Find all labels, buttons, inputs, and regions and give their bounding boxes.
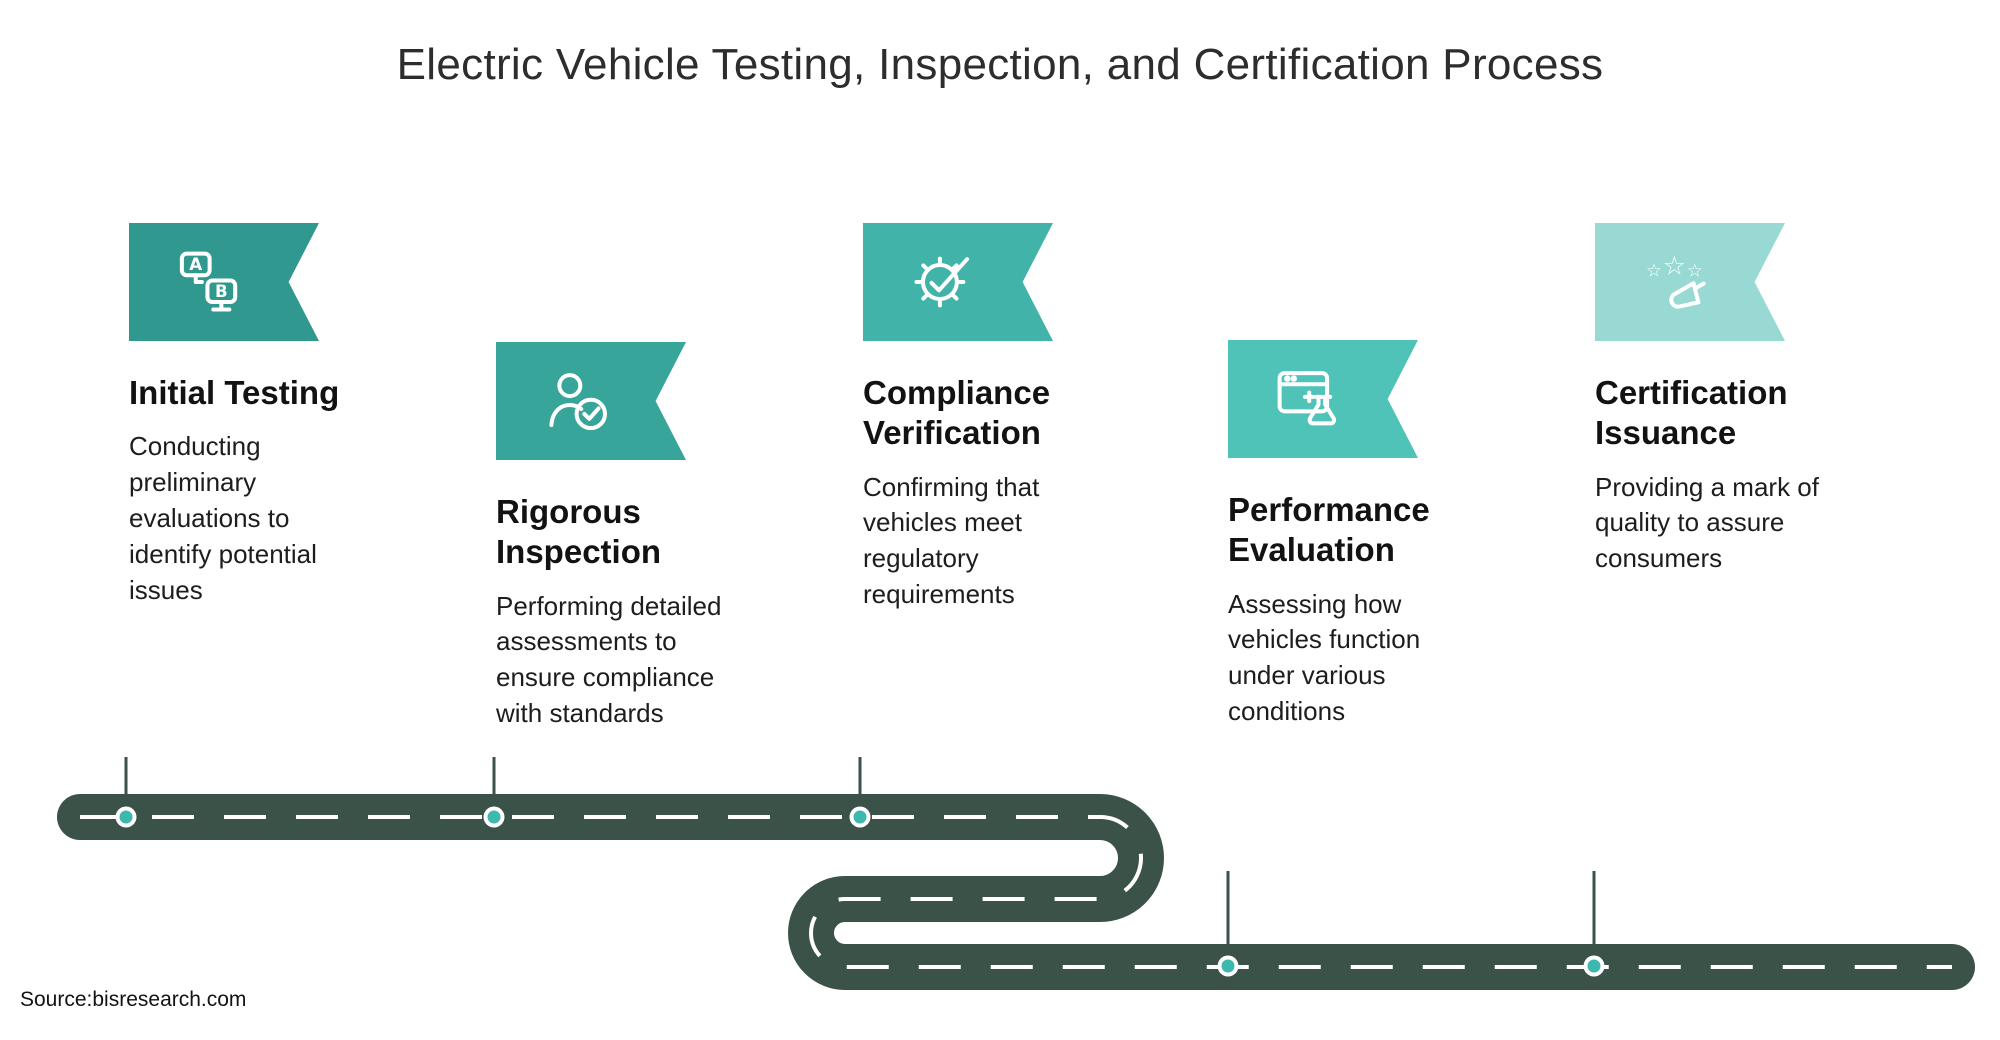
road-path <box>57 794 1975 990</box>
svg-text:A: A <box>189 255 202 274</box>
stars-approval-icon: ☆ ☆ ☆ <box>1646 252 1706 309</box>
source-attribution: Source:bisresearch.com <box>20 988 247 1011</box>
step-card-performance-evaluation: Performance Evaluation Assessing how veh… <box>1228 340 1478 730</box>
step-heading: Compliance Verification <box>863 374 1051 452</box>
step-heading: Initial Testing <box>129 374 340 411</box>
step-description: Assessing how vehicles function under va… <box>1228 588 1421 727</box>
step-card-initial-testing: A B Initial Testing Conducting prelimina… <box>129 223 364 609</box>
flag-badge <box>863 223 1053 341</box>
flag-badge: A B <box>129 223 319 341</box>
gear-check-icon <box>914 256 970 308</box>
step-card-compliance-verification: Compliance Verification Confirming that … <box>863 223 1103 613</box>
marker-stems <box>124 757 1596 966</box>
step-description: Performing detailed assessments to ensur… <box>496 590 722 729</box>
svg-text:B: B <box>215 282 228 301</box>
step-description: Confirming that vehicles meet regulatory… <box>863 471 1040 610</box>
browser-flask-icon <box>1277 371 1337 426</box>
person-check-icon <box>549 373 607 431</box>
step-description: Providing a mark of quality to assure co… <box>1595 471 1819 574</box>
step-heading: Rigorous Inspection <box>496 493 662 571</box>
ab-test-monitors-icon: A B <box>179 251 238 312</box>
flag-badge <box>1228 340 1418 458</box>
step-card-rigorous-inspection: Rigorous Inspection Performing detailed … <box>496 342 756 732</box>
milestone-markers <box>115 806 1605 977</box>
flag-badge <box>496 342 686 460</box>
svg-text:☆: ☆ <box>1687 260 1703 281</box>
step-heading: Performance Evaluation <box>1228 491 1430 569</box>
svg-text:☆: ☆ <box>1663 252 1686 282</box>
svg-text:☆: ☆ <box>1646 260 1662 281</box>
page-title: Electric Vehicle Testing, Inspection, an… <box>396 40 1604 89</box>
step-card-certification-issuance: ☆ ☆ ☆ Certification Issuance Providing a… <box>1595 223 1865 577</box>
step-heading: Certification Issuance <box>1595 374 1788 452</box>
flag-badge: ☆ ☆ ☆ <box>1595 223 1785 341</box>
step-description: Conducting preliminary evaluations to id… <box>129 431 317 605</box>
road-lane-line <box>80 815 1952 969</box>
